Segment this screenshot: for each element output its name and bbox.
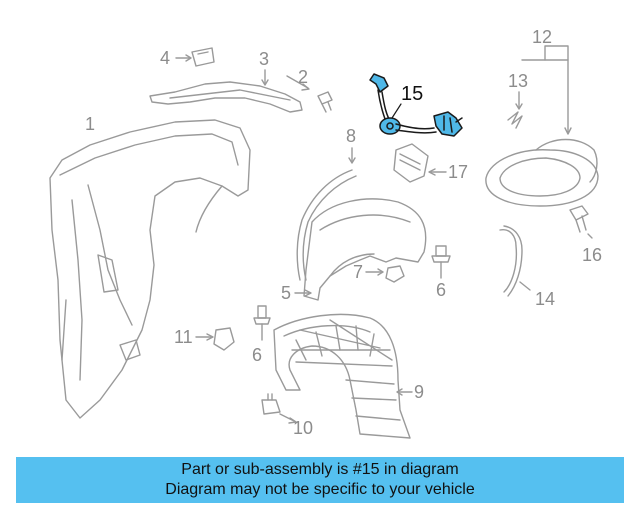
callout-15: 15 — [401, 83, 424, 105]
parts-diagram — [49, 45, 599, 439]
fender-part — [303, 198, 427, 301]
callout-17: 17 — [448, 162, 469, 182]
callout-1: 1 — [85, 114, 96, 134]
screw-part-10 — [261, 393, 297, 424]
module-part-17 — [393, 143, 447, 183]
callout-9: 9 — [414, 382, 425, 402]
callout-13: 13 — [508, 71, 529, 91]
harness-part-15 — [369, 73, 463, 137]
spring-part-13 — [507, 91, 523, 129]
callout-16: 16 — [582, 245, 603, 265]
clip-part-4 — [175, 47, 215, 67]
trim-strip-part-3 — [149, 69, 303, 113]
leader-part-15 — [391, 103, 402, 119]
callout-10: 10 — [293, 418, 314, 438]
callout-7: 7 — [353, 262, 364, 282]
pin-part-6b — [431, 245, 451, 279]
clip-part-7 — [365, 265, 405, 283]
callout-8: 8 — [346, 126, 357, 146]
bolt-part-2 — [286, 75, 333, 113]
callout-6b: 6 — [436, 280, 447, 300]
fuel-door-part-12 — [485, 45, 599, 207]
callout-11: 11 — [174, 327, 193, 347]
bolt-part-16 — [569, 205, 593, 239]
banner-line-1: Part or sub-assembly is #15 in diagram — [181, 461, 459, 478]
hose-part-14 — [499, 225, 531, 297]
retainer-part-11 — [195, 327, 235, 351]
wheelhouse-liner-part-9 — [273, 313, 413, 439]
callout-6a: 6 — [252, 345, 263, 365]
callout-3: 3 — [259, 49, 270, 69]
callout-4: 4 — [160, 48, 171, 68]
pin-part-6a — [253, 305, 271, 341]
quarter-panel-part — [49, 119, 251, 419]
callout-12: 12 — [532, 27, 553, 47]
info-banner: Part or sub-assembly is #15 in diagram D… — [16, 457, 624, 503]
moulding-part-8 — [296, 147, 357, 281]
leader-part-5 — [294, 289, 312, 297]
callout-2: 2 — [298, 67, 309, 87]
callout-14: 14 — [535, 289, 556, 309]
banner-line-2: Diagram may not be specific to your vehi… — [165, 481, 475, 498]
callout-5: 5 — [281, 283, 292, 303]
